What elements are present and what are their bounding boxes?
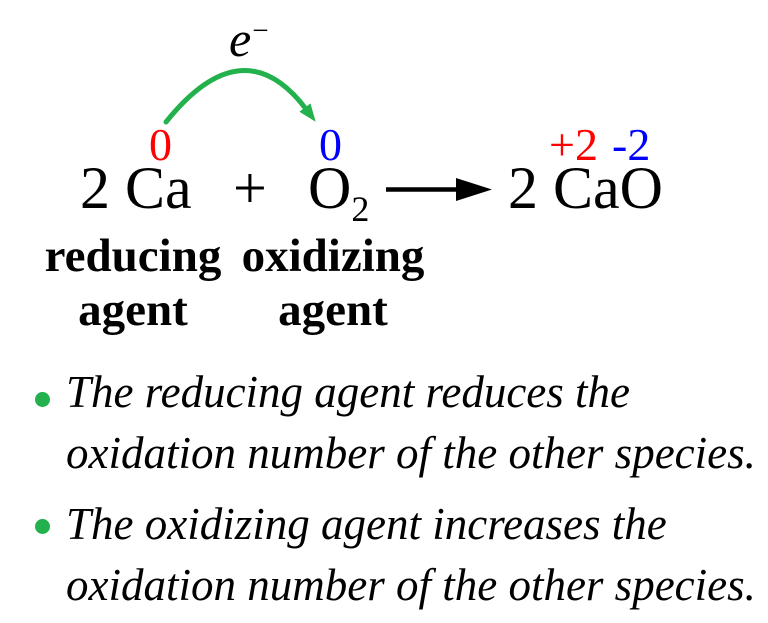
bullet-icon (35, 392, 50, 407)
bullet1-line1: The reducing agent reduces the (66, 367, 631, 417)
equation-reactant-calcium: 2 Ca (80, 155, 192, 221)
electron-symbol: e (229, 11, 252, 67)
bullet1-line2: oxidation number of the other species. (66, 428, 756, 478)
oxidation-number-ca: 0 (149, 119, 172, 170)
reducing-agent-line2: agent (78, 284, 188, 336)
reducing-agent-label: reducing agent (40, 229, 226, 337)
electron-label: e− (229, 11, 269, 67)
oxidizing-agent-line2: agent (278, 284, 388, 336)
reducing-agent-line1: reducing (44, 230, 222, 282)
bullet-item-reducing: The reducing agent reduces the oxidation… (66, 362, 766, 484)
bullet-icon (35, 519, 50, 534)
equation-plus-sign: + (233, 155, 267, 221)
bullet2-line1: The oxidizing agent increases the (66, 499, 667, 549)
equation-reactant-oxygen: O2 (308, 158, 369, 227)
oxidation-number-cao-ca: +2 (549, 119, 598, 170)
oxidizing-agent-line1: oxidizing (241, 230, 425, 282)
oxygen-symbol: O (308, 155, 352, 221)
bullet-item-oxidizing: The oxidizing agent increases the oxidat… (66, 494, 766, 616)
bullet2-line2: oxidation number of the other species. (66, 560, 756, 610)
oxidation-number-cao-o: -2 (612, 119, 651, 170)
oxygen-subscript: 2 (351, 189, 370, 229)
oxidizing-agent-label: oxidizing agent (235, 229, 431, 337)
equation-product-cao: 2 CaO (508, 155, 663, 221)
electron-charge: − (252, 15, 269, 48)
oxidation-number-o2: 0 (319, 119, 342, 170)
reaction-arrow (386, 178, 492, 201)
electron-transfer-arrow (163, 68, 316, 125)
